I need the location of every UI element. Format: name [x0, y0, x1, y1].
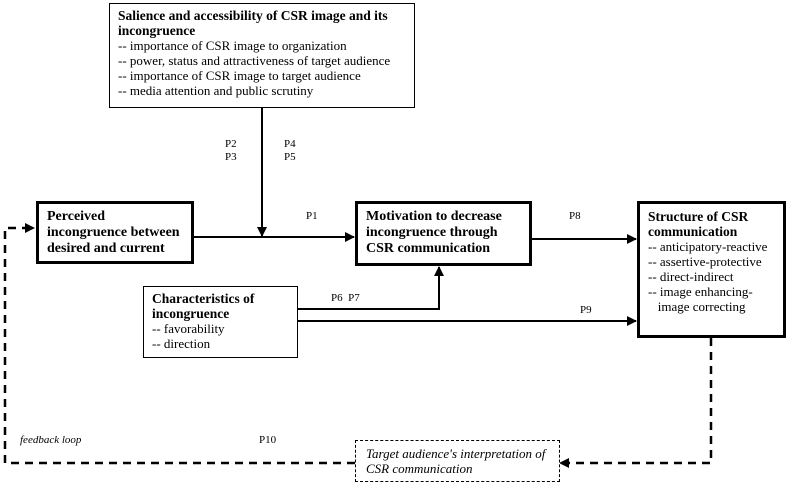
- salience-title: Salience and accessibility of CSR image …: [118, 8, 388, 38]
- perceived-title: Perceived incongruence between desired a…: [47, 209, 180, 256]
- characteristics-item: -- favorability: [152, 321, 225, 336]
- salience-box: Salience and accessibility of CSR image …: [109, 3, 415, 108]
- label-p9: P9: [580, 304, 592, 316]
- structure-item: -- anticipatory-reactive: [648, 239, 768, 254]
- structure-item: -- direct-indirect: [648, 269, 734, 284]
- arrow-structure-to-target: [559, 338, 713, 468]
- characteristics-title: Characteristics of incongruence: [152, 291, 255, 321]
- salience-item: -- media attention and public scrutiny: [118, 83, 314, 98]
- structure-title: Structure of CSR communication: [648, 209, 749, 239]
- label-feedback-loop: feedback loop: [20, 434, 82, 446]
- salience-item: -- power, status and attractiveness of t…: [118, 53, 391, 68]
- label-p5: P5: [284, 151, 296, 163]
- label-p1: P1: [306, 210, 318, 222]
- label-p10: P10: [259, 434, 277, 446]
- label-p8: P8: [569, 210, 581, 222]
- arrow-characteristics-to-motivation: [298, 266, 444, 310]
- motivation-box: Motivation to decrease incongruence thro…: [355, 201, 532, 266]
- structure-item: image correcting: [648, 299, 746, 314]
- structure-item: -- image enhancing-: [648, 284, 753, 299]
- label-p4: P4: [284, 138, 296, 150]
- label-p2: P2: [225, 138, 237, 150]
- structure-item: -- assertive-protective: [648, 254, 762, 269]
- arrow-feedback-loop: [3, 223, 355, 465]
- salience-item: -- importance of CSR image to organizati…: [118, 38, 347, 53]
- label-p3: P3: [225, 151, 237, 163]
- characteristics-box: Characteristics of incongruence -- favor…: [143, 286, 298, 358]
- target-audience-title: Target audience's interpretation of CSR …: [366, 446, 546, 476]
- perceived-box: Perceived incongruence between desired a…: [36, 201, 194, 264]
- motivation-title: Motivation to decrease incongruence thro…: [366, 209, 502, 256]
- characteristics-item: -- direction: [152, 336, 211, 351]
- salience-item: -- importance of CSR image to target aud…: [118, 68, 361, 83]
- label-p6-p7: P6 P7: [331, 292, 360, 304]
- structure-box: Structure of CSR communication -- antici…: [637, 201, 786, 338]
- target-audience-box: Target audience's interpretation of CSR …: [355, 440, 560, 482]
